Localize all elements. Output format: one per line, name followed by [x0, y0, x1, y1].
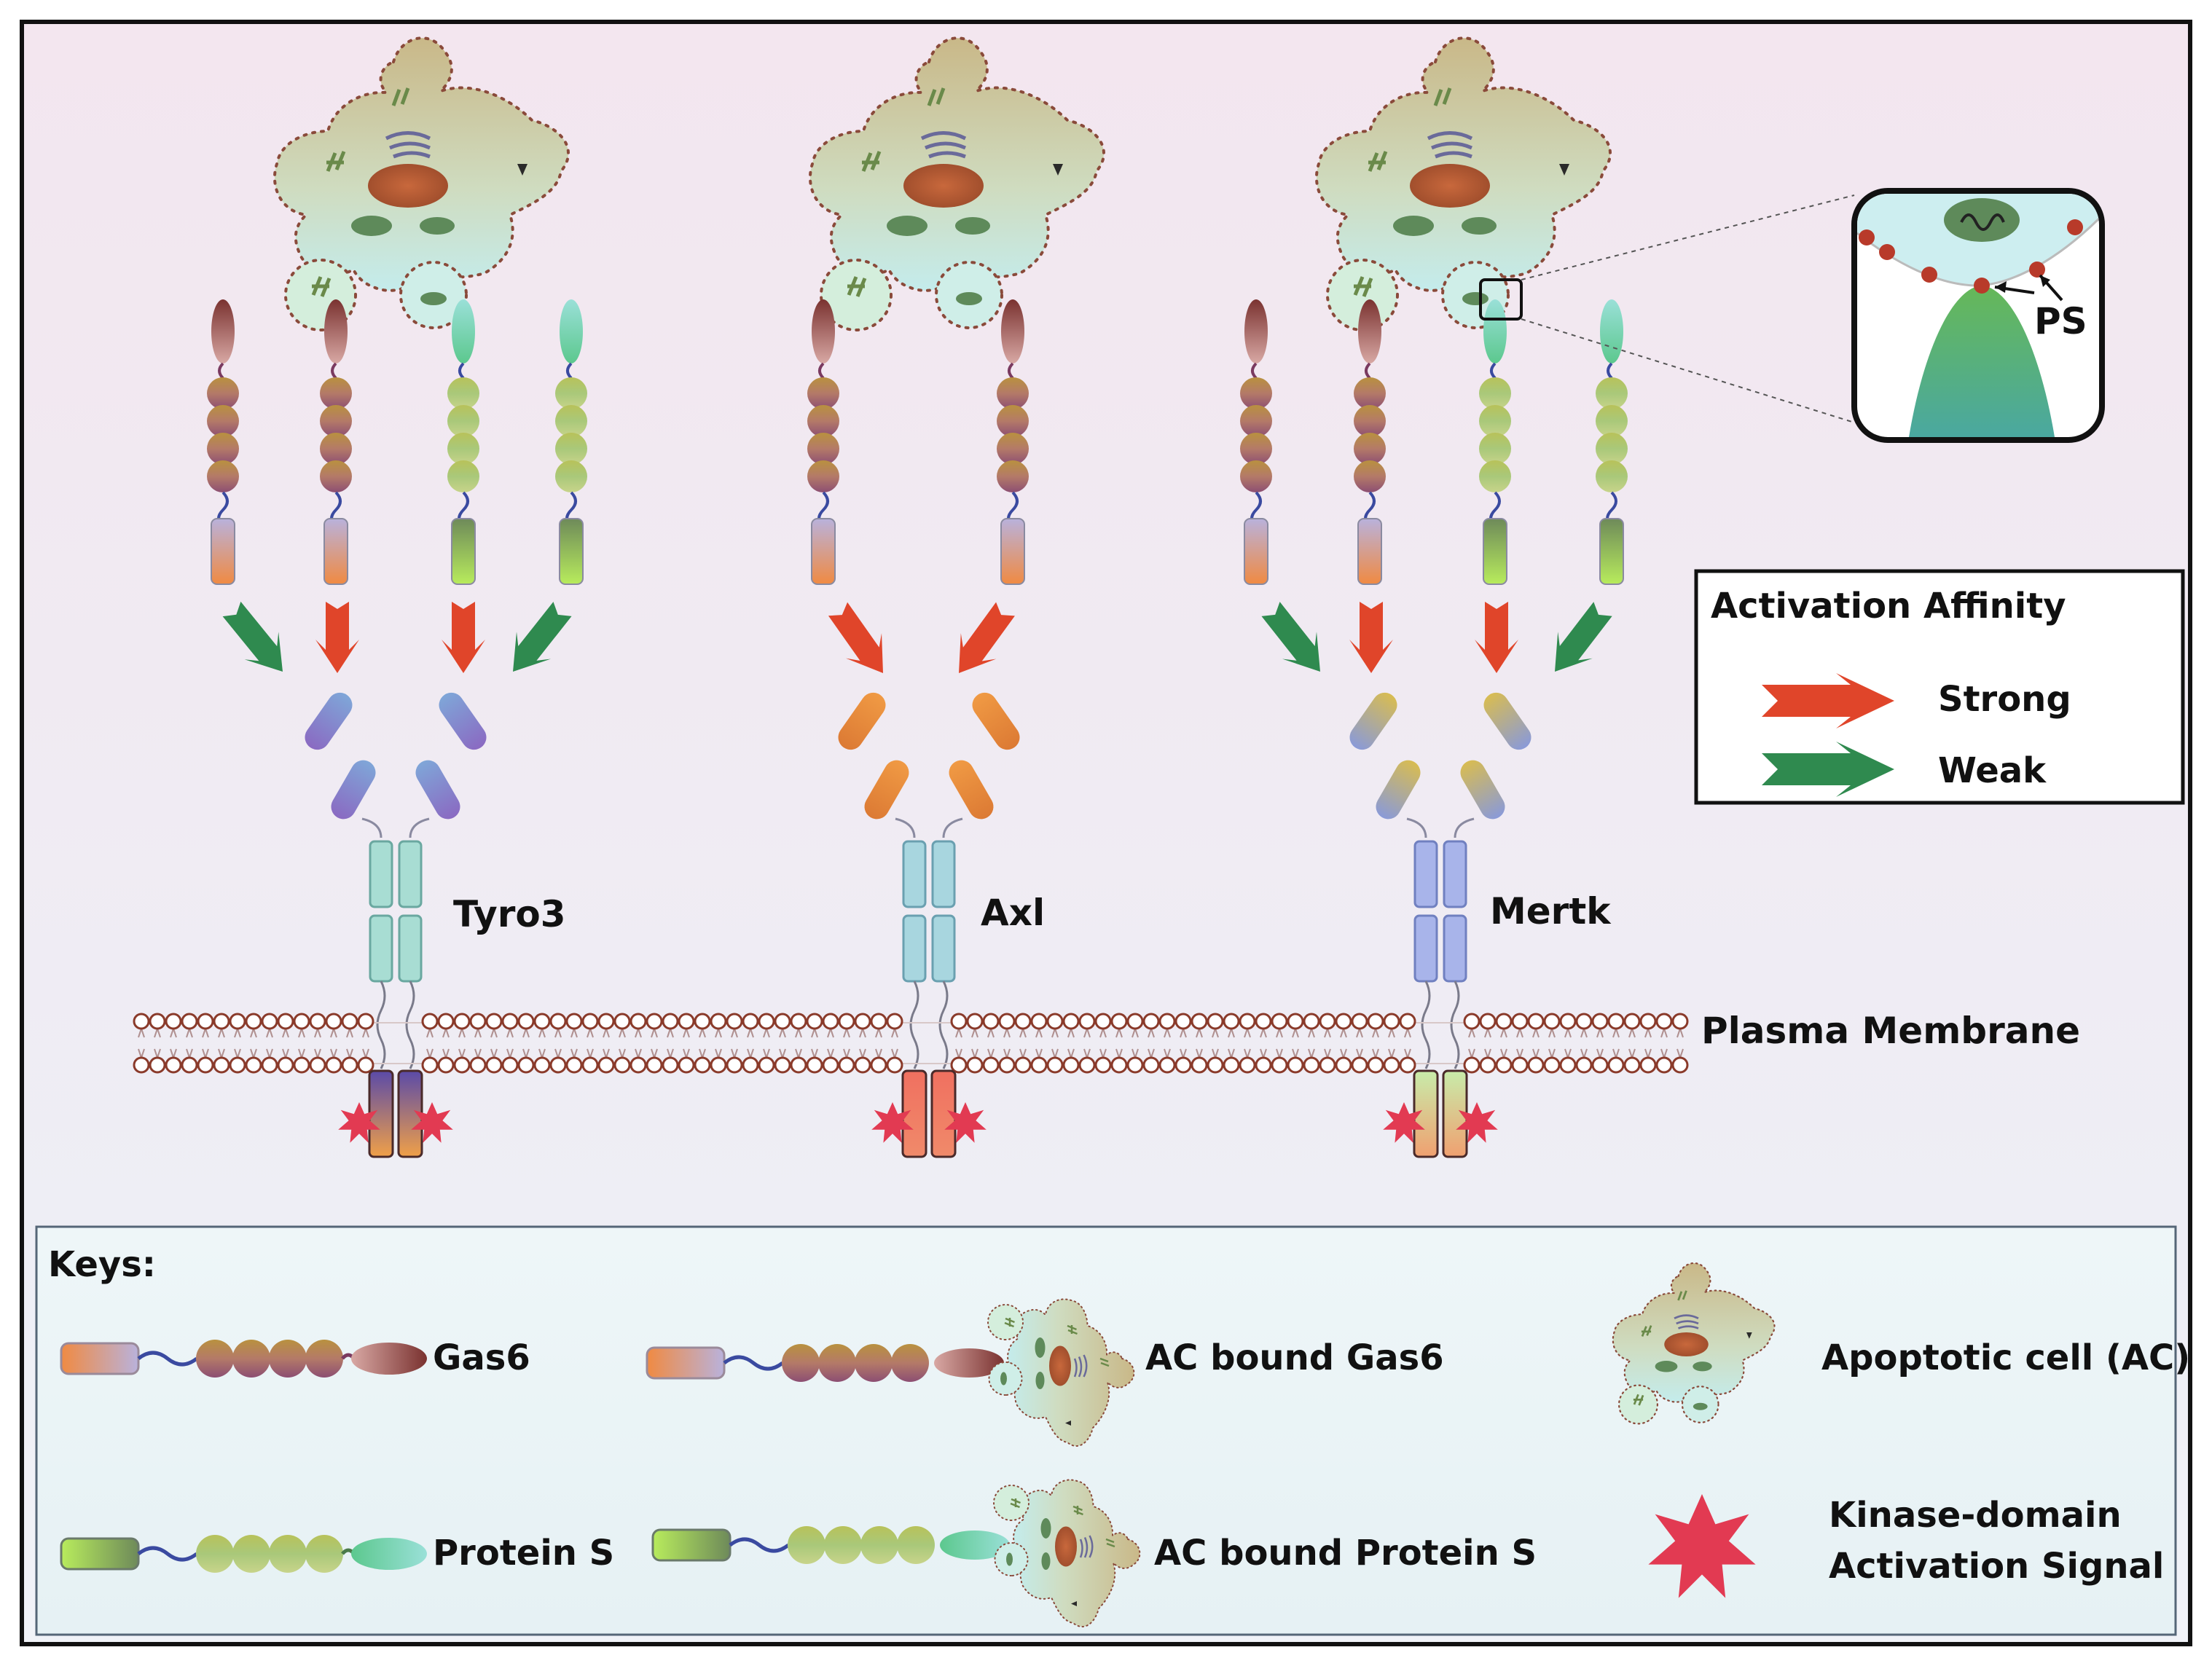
- ligand-group: [207, 299, 1628, 585]
- gas6-ligand-6: [997, 299, 1029, 585]
- strong-arrow-9: [1475, 602, 1518, 673]
- receptor-label-axl: Axl: [981, 892, 1045, 934]
- kinase-tyro3: [338, 1069, 453, 1158]
- weak-label: Weak: [1938, 750, 2047, 791]
- gas6-ligand-7: [1240, 299, 1272, 585]
- affinity-legend-title: Activation Affinity: [1711, 586, 2066, 626]
- ac-gas6-key-label: AC bound Gas6: [1145, 1337, 1444, 1378]
- strong-arrow-sample: [1762, 673, 1894, 728]
- protein-s-key-label: Protein S: [433, 1533, 614, 1573]
- gas6-ligand-5: [807, 299, 839, 585]
- gas6-key-icon: [60, 1340, 427, 1378]
- strong-arrow-2: [315, 602, 359, 673]
- strong-arrow-8: [1349, 602, 1393, 673]
- weak-arrow-1: [222, 601, 283, 672]
- protein-s-ligand-9: [1479, 299, 1511, 585]
- strong-arrow-3: [442, 602, 485, 673]
- affinity-legend: Activation Affinity Strong Weak: [1694, 569, 2185, 805]
- ps-label: PS: [2034, 300, 2087, 342]
- protein-s-ligand-10: [1596, 299, 1628, 585]
- ac-protein-s-key-icon: [651, 1479, 1141, 1628]
- strong-arrow-5: [828, 602, 883, 673]
- receptor-tyro3: [305, 692, 487, 1069]
- receptor-label-tyro3: Tyro3: [453, 893, 566, 935]
- membrane-label: Plasma Membrane: [1701, 1010, 2080, 1052]
- kinase-key-label-line2: Activation Signal: [1829, 1546, 2164, 1587]
- weak-arrow-10: [1555, 602, 1612, 672]
- protein-s-ligand-3: [447, 299, 479, 585]
- gas6-ligand-1: [207, 299, 239, 585]
- weak-arrow-4: [513, 602, 572, 672]
- gas6-ligand-8: [1354, 299, 1386, 585]
- protein-s-ligand-4: [555, 299, 587, 585]
- receptor-axl: [838, 692, 1020, 1069]
- receptor-label-mertk: Mertk: [1490, 890, 1612, 932]
- weak-arrow-sample: [1762, 742, 1894, 797]
- protein-s-key-icon: [60, 1535, 427, 1573]
- kinase-domains: [338, 1069, 1498, 1158]
- ac-protein-s-key-label: AC bound Protein S: [1154, 1533, 1537, 1573]
- receptor-group: [305, 692, 1531, 1069]
- kinase-key-label-line1: Kinase-domain: [1829, 1495, 2122, 1536]
- gas6-ligand-2: [320, 299, 352, 585]
- kinase-axl: [871, 1069, 987, 1158]
- strong-label: Strong: [1938, 679, 2071, 720]
- ac-gas6-key-icon: [646, 1298, 1135, 1447]
- kinase-mertk: [1383, 1069, 1498, 1158]
- affinity-arrows: [222, 601, 1612, 673]
- strong-arrow-6: [959, 602, 1015, 673]
- keys-title: Keys:: [48, 1244, 156, 1285]
- plasma-membrane: [133, 1013, 1689, 1074]
- weak-arrow-7: [1261, 602, 1320, 672]
- ps-zoom-inset: PS: [1479, 188, 2105, 443]
- zoom-source-box: [1479, 278, 1523, 321]
- apoptotic-cell-key-label: Apoptotic cell (AC): [1821, 1337, 2190, 1378]
- gas6-key-label: Gas6: [433, 1337, 530, 1378]
- keys-panel: Keys: Gas6 Protein S: [35, 1225, 2190, 1636]
- receptor-mertk: [1349, 692, 1531, 1069]
